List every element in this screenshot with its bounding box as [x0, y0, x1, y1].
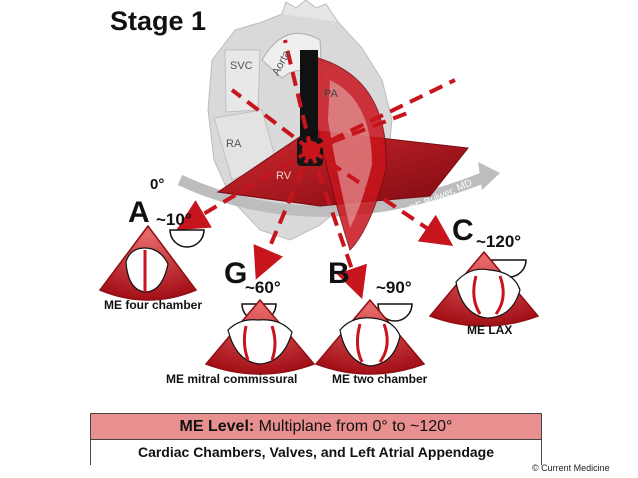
echo-fan-b [314, 298, 426, 375]
footer-level-label: ME Level: [179, 418, 255, 435]
echo-fan-g [204, 298, 316, 375]
view-b-angle: ~90° [376, 278, 412, 297]
view-c-angle: ~120° [476, 232, 522, 251]
footer-subtitle: Cardiac Chambers, Valves, and Left Atria… [91, 440, 541, 465]
view-c-letter: C [452, 214, 474, 247]
view-a-letter: A [128, 196, 150, 229]
heart-top-vessels [281, 0, 339, 23]
footer-box: ME Level: Multiplane from 0° to ~120° Ca… [90, 413, 542, 465]
dashed-axes [176, 39, 456, 300]
copyright-text: © Current Medicine [532, 463, 610, 473]
view-b-letter: B [328, 257, 350, 290]
label-pa: PA [324, 88, 338, 100]
echo-fan-c [428, 250, 540, 327]
label-rv: RV [276, 170, 292, 182]
rotation-arc-arrowhead [478, 162, 500, 190]
footer-level-text: Multiplane from 0° to ~120° [254, 418, 453, 435]
stage-title: Stage 1 [110, 6, 207, 36]
echo-fan-a [98, 224, 198, 301]
label-svc: SVC [230, 60, 253, 72]
label-ra: RA [226, 138, 242, 150]
rotation-arc [177, 169, 493, 217]
view-g-letter: G [224, 257, 248, 290]
footer-level-bar: ME Level: Multiplane from 0° to ~120° [91, 414, 541, 440]
imaging-plane-vertical-highlight [328, 80, 372, 228]
view-b-name: ME two chamber [332, 372, 428, 386]
view-g-name: ME mitral commissural [166, 372, 298, 386]
view-g-angle: ~60° [245, 278, 281, 297]
view-a-angle: ~10° [156, 210, 192, 229]
view-c-name: ME LAX [467, 323, 513, 337]
tee-probe [300, 50, 318, 160]
view-a-name: ME four chamber [104, 298, 203, 312]
angle-zero-label: 0° [150, 176, 165, 193]
